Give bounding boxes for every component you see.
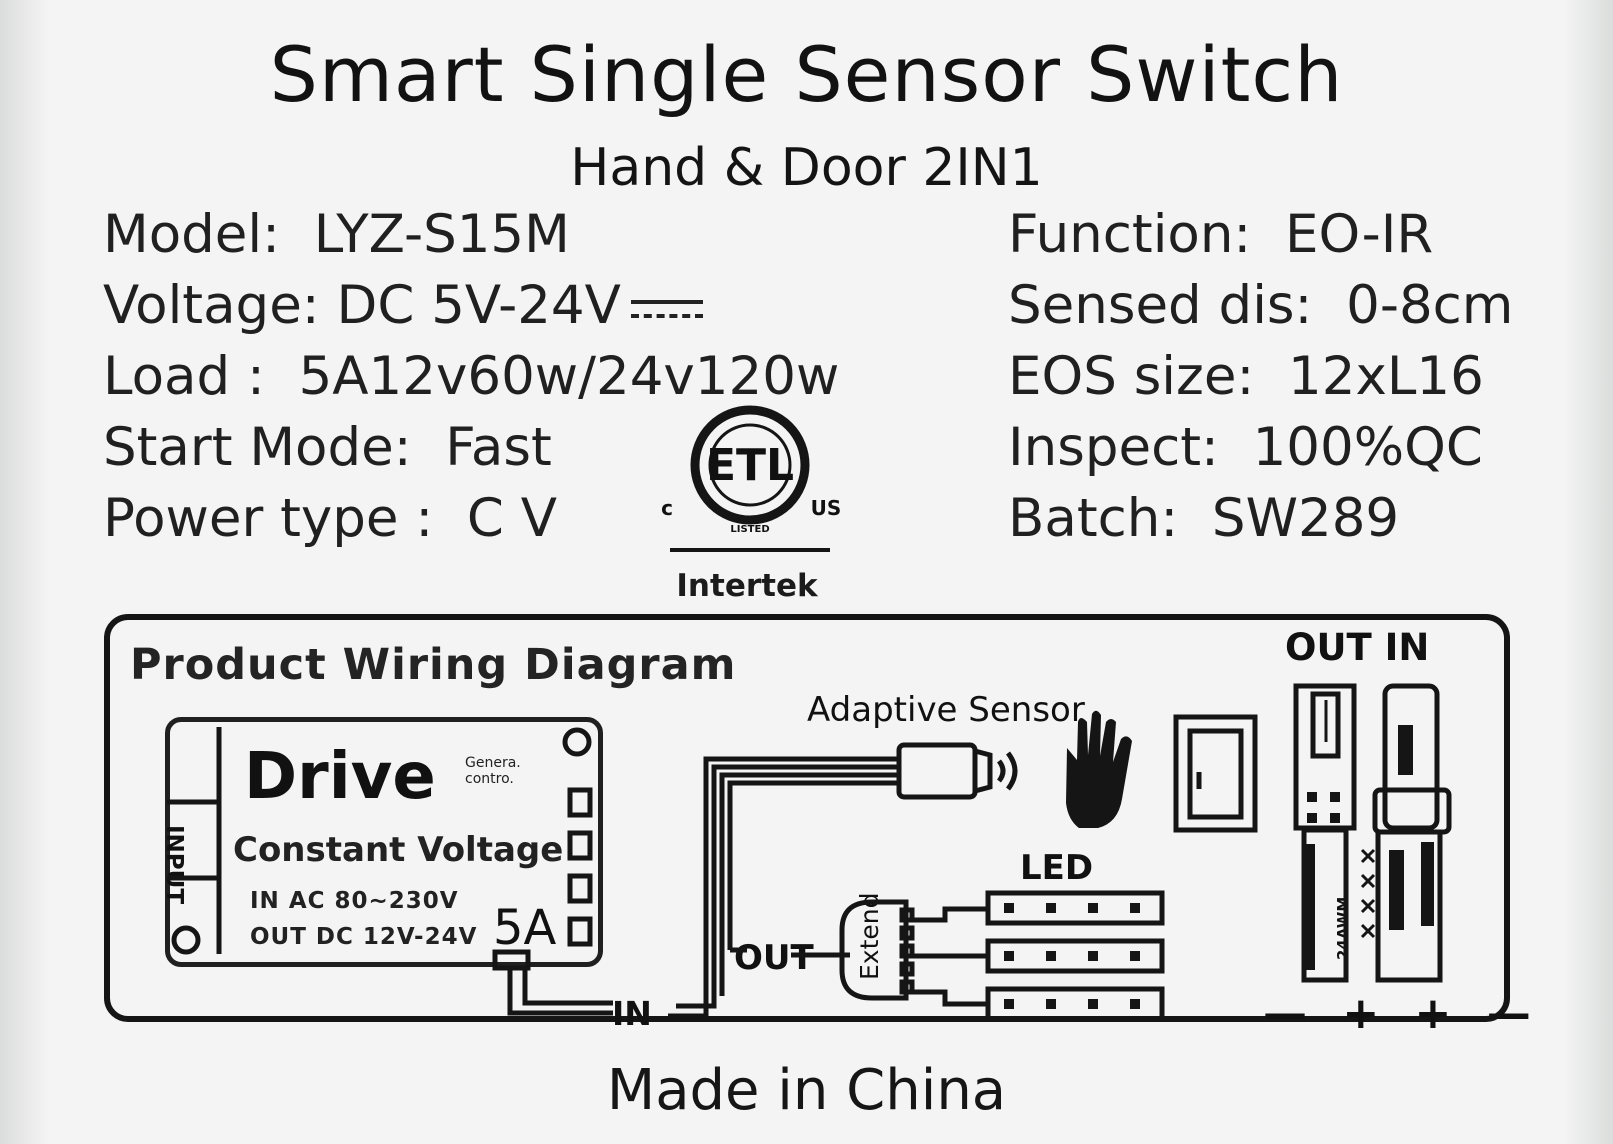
spec-value: Fast [445,417,552,478]
screw-hole-icon [562,727,592,757]
wiring-diagram-title: Product Wiring Diagram [130,640,737,690]
in-terminal-icon [1382,683,1440,831]
driver-type-text: Constant Voltage [233,830,564,870]
output-port-icon [567,873,593,904]
spec-power-type: Power type : C V [103,484,839,555]
driver-title: Drive [244,740,436,814]
led-strip [985,938,1165,974]
sensor-wire [719,772,900,996]
driver-wire [507,968,613,1016]
spec-key: Sensed dis: [1008,275,1313,336]
spec-value: 12xL16 [1288,346,1484,407]
spec-value: DC 5V-24V [336,275,621,336]
spec-key: EOS size: [1008,346,1255,407]
driver-small-text: Genera. [465,755,521,771]
terminal-polarity-label: — + + — [1263,988,1541,1039]
driver-connector-icon [492,949,531,971]
extend-port-icon [899,961,915,977]
led-label: LED [1020,848,1094,888]
origin-text: Made in China [606,1058,1007,1123]
spec-key: Inspect: [1008,417,1219,478]
spec-value: SW289 [1211,488,1400,549]
out-wire-pair-icon [1301,827,1349,983]
extend-module-icon [839,899,909,1001]
spec-model: Model: LYZ-S15M [103,200,839,271]
driver-wire [522,968,613,1006]
output-port-icon [567,916,593,947]
sensor-signal-icon [1005,751,1018,791]
extend-port-icon [899,943,915,959]
dc-symbol-icon [630,293,703,323]
adaptive-sensor-head [972,747,993,795]
etl-mark-text: ETL [706,440,794,491]
output-port-icon [567,830,593,861]
sensor-signal-icon [996,759,1006,783]
led-strip [985,890,1165,926]
spec-value: 0-8cm [1346,275,1514,336]
out-wire-label: OUT [734,938,814,978]
screw-hole-icon [171,925,201,955]
out-in-terminal-label: OUT IN [1285,626,1430,669]
extend-port-icon [899,907,915,923]
extend-port-icon [899,925,915,941]
spec-voltage: Voltage: DC 5V-24V [103,271,839,342]
spec-start-mode: Start Mode: Fast [103,413,839,484]
driver-box [165,717,603,967]
adaptive-sensor-label: Adaptive Sensor [807,690,1085,730]
spec-value: EO-IR [1285,204,1434,265]
cert-right-text: US [811,496,842,520]
product-subtitle: Hand & Door 2IN1 [570,138,1043,198]
wiring-diagram-box [104,614,1510,1022]
cert-ring-text: LISTED [730,524,769,535]
in-wire-pair-icon [1375,829,1443,983]
spec-sensed-distance: Sensed dis: 0-8cm [1008,271,1513,342]
adaptive-sensor-body [896,742,978,800]
sensor-wire [676,764,900,1009]
etl-certification-icon: ETL c US LISTED [661,405,842,552]
spec-key: Model: [103,204,280,265]
spec-key: Voltage: [103,275,320,336]
extend-port-icon [899,979,915,995]
spec-value: 5A12v60w/24v120w [298,346,840,407]
led-strip [985,986,1165,1022]
spec-key: Load : [103,346,265,407]
left-spec-list: Model: LYZ-S15M Voltage: DC 5V-24V Load … [103,200,839,555]
out-terminal-slot-icon [1310,691,1341,759]
spec-function: Function: EO-IR [1008,200,1513,271]
hand-icon [1066,710,1132,828]
right-spec-list: Function: EO-IR Sensed dis: 0-8cm EOS si… [1008,200,1513,555]
spec-key: Function: [1008,204,1252,265]
spec-value: 100%QC [1252,417,1483,478]
spec-inspect: Inspect: 100%QC [1008,413,1513,484]
driver-input-rating: IN AC 80~230V [250,888,459,914]
door-panel-icon [1187,728,1244,820]
in-wire-label: IN [612,994,652,1033]
spec-batch: Batch: SW289 [1008,484,1513,555]
intertek-text: Intertek [676,568,818,604]
product-title: Smart Single Sensor Switch [269,30,1344,119]
led-feed-wire [912,906,988,923]
door-outline-icon [1173,714,1258,833]
sensor-wire [668,756,900,1019]
spec-load: Load : 5A12v60w/24v120w [103,342,839,413]
spec-key: Power type : [103,488,434,549]
spec-key: Batch: [1008,488,1179,549]
sensor-wire [727,780,900,950]
driver-current-rating: 5A [493,900,557,956]
led-feed-wire [912,989,988,1007]
spec-eos-size: EOS size: 12xL16 [1008,342,1513,413]
cert-left-text: c [661,496,673,520]
spec-key: Start Mode: [103,417,412,478]
driver-output-rating: OUT DC 12V-24V [250,924,478,950]
spec-value: LYZ-S15M [313,204,570,265]
driver-small-text: contro. [465,771,514,787]
output-port-icon [567,787,593,818]
spec-value: C V [466,488,558,549]
